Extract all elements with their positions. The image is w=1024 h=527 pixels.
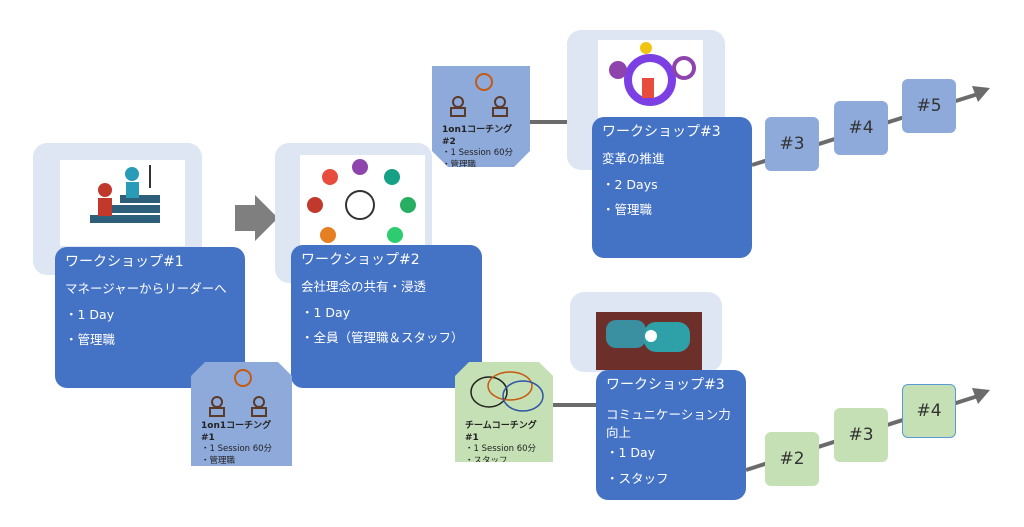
lightbulb-people-image xyxy=(300,155,425,245)
workshop-item: ・管理職 xyxy=(65,332,116,347)
workshop-item: ・1 Day xyxy=(301,304,351,320)
speech-bubbles-icon xyxy=(470,371,544,412)
people-talking-icon xyxy=(450,73,508,117)
communication-image xyxy=(596,312,702,370)
workshop-item: ・1 Day xyxy=(606,445,656,460)
coaching-item: ・1 Session 60分 xyxy=(442,148,514,159)
workshop-title: ワークショップ#3 xyxy=(606,377,725,393)
workshop-subtitle: マネージャーからリーダーへ xyxy=(65,281,227,296)
coaching-item: ・管理職 xyxy=(201,455,236,466)
coaching-item: ・1 Session 60分 xyxy=(201,444,273,455)
team-coaching-card: チームコーチング#1 ・1 Session 60分 ・スタッフ xyxy=(455,362,553,462)
step-box: #4 xyxy=(902,384,956,438)
workshop-item: ・管理職 xyxy=(602,202,653,217)
workshop-title: ワークショップ#1 xyxy=(65,254,184,270)
step-box: #4 xyxy=(834,101,888,155)
coaching-title: 1on1コーチング#1 xyxy=(201,421,272,444)
step-box: #3 xyxy=(834,408,888,462)
workshop2-card: ワークショップ#2 会社理念の共有・浸透 ・1 Day ・全員（管理職＆スタッフ… xyxy=(291,245,482,388)
workshop3-top-card: ワークショップ#3 変革の推進 ・2 Days ・管理職 xyxy=(592,117,752,258)
arrowhead-top-icon xyxy=(972,86,990,102)
step-box: #5 xyxy=(902,79,956,133)
next-arrow-icon xyxy=(235,195,278,241)
coaching2-card: 1on1コーチング#2 ・1 Session 60分 ・管理職 xyxy=(432,66,530,167)
coaching-item: ・1 Session 60分 xyxy=(465,444,537,455)
step-box: #2 xyxy=(765,432,819,486)
coaching-title: 1on1コーチング#2 xyxy=(442,125,513,148)
coaching-title: チームコーチング#1 xyxy=(465,421,537,444)
workshop-subtitle: 変革の推進 xyxy=(602,151,665,166)
coaching1-card: 1on1コーチング#1 ・1 Session 60分 ・管理職 xyxy=(191,362,292,466)
gears-team-image xyxy=(598,40,703,118)
stairs-leader-image xyxy=(60,160,185,246)
coaching-item: ・スタッフ xyxy=(465,455,508,466)
people-talking-icon xyxy=(209,369,267,417)
workshop-subtitle: コミュニケーション力向上 xyxy=(606,407,731,440)
workshop-item: ・全員（管理職＆スタッフ） xyxy=(301,330,464,345)
workshop-title: ワークショップ#2 xyxy=(301,252,420,268)
coaching-item: ・管理職 xyxy=(442,159,477,170)
step-box: #3 xyxy=(765,117,819,171)
workshop-title: ワークショップ#3 xyxy=(602,124,721,140)
workshop-item: ・2 Days xyxy=(602,176,658,192)
workshop-item: ・スタッフ xyxy=(606,470,669,486)
workshop-item: ・1 Day xyxy=(65,306,115,322)
workshop-subtitle: 会社理念の共有・浸透 xyxy=(301,279,427,294)
workshop3-bottom-card: ワークショップ#3 コミュニケーション力向上 ・1 Day ・スタッフ xyxy=(596,370,746,500)
arrowhead-bottom-icon xyxy=(972,388,990,404)
